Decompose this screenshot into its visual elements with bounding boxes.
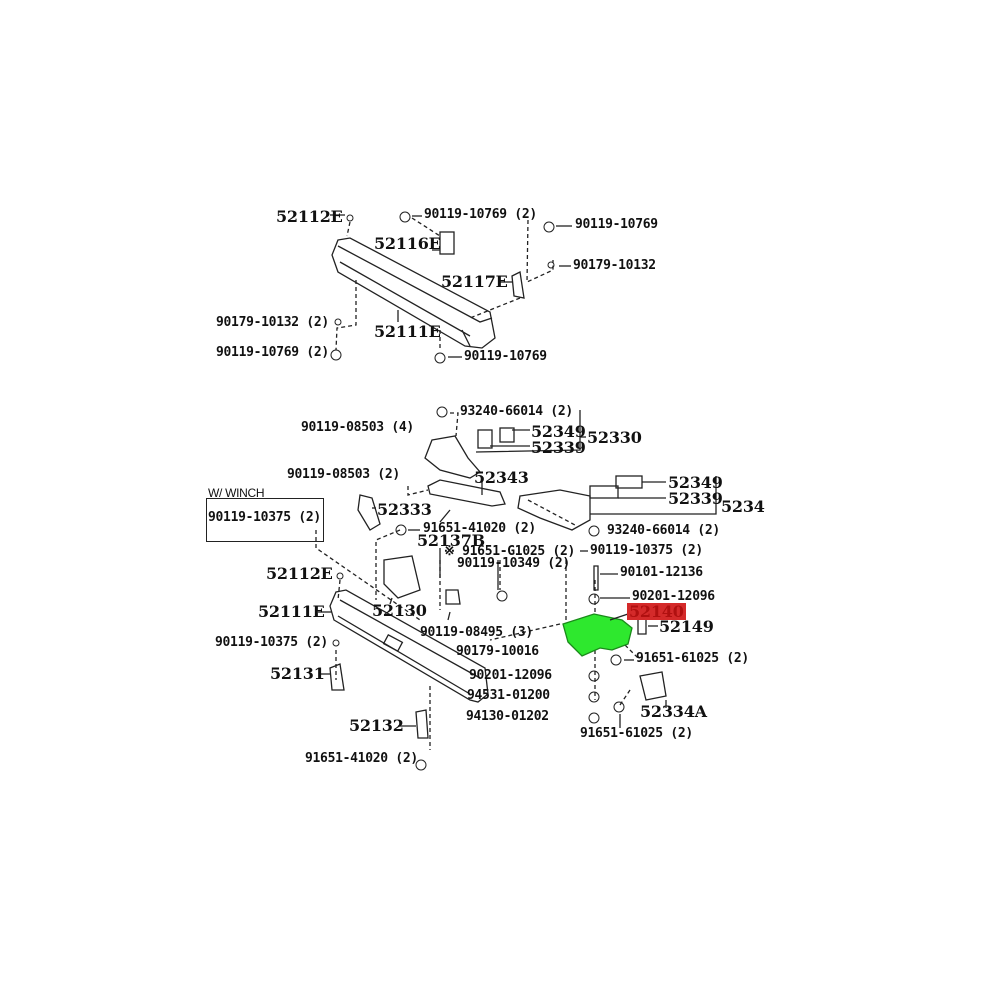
label-bolt-61025-a: 91651-61025 (2) [636, 651, 749, 666]
upper-bumper [331, 237, 496, 349]
label-nut-10132-2: 90179-10132 (2) [216, 315, 329, 330]
label-g1025: ※ 91651-G1025 (2) [444, 544, 576, 559]
label-52339-a: 52339 [531, 438, 586, 457]
label-washer-12096-a: 90201-12096 [632, 589, 715, 604]
label-washer-12096-b: 90201-12096 [469, 668, 552, 683]
label-52149: 52149 [659, 617, 714, 636]
label-bolt-10769: 90119-10769 [575, 217, 658, 232]
label-bolt-10769-2: 90119-10769 (2) [424, 207, 537, 222]
label-bolt-61025-b: 91651-61025 (2) [580, 726, 693, 741]
label-52137B: 52137B [417, 531, 485, 550]
lower-dashes [315, 412, 641, 750]
label-washer-01200: 94531-01200 [467, 688, 550, 703]
label-52111E-upper: 52111E [374, 322, 441, 341]
label-52117E: 52117E [441, 272, 508, 291]
label-52130: 52130 [372, 601, 427, 620]
label-nut-10016: 90179-10016 [456, 644, 539, 659]
label-52349-b: 52349 [668, 473, 723, 492]
label-bolt-10375-2b: 90119-10375 (2) [215, 635, 328, 650]
shield-leaders [372, 410, 717, 515]
winch-box [206, 498, 324, 542]
lower-leaders [318, 509, 667, 728]
label-52111E-lower: 52111E [258, 602, 325, 621]
upper-leader-lines [330, 214, 572, 358]
label-bolt-08495: 90119-08495 (3) [420, 625, 533, 640]
label-nut-10132: 90179-10132 [573, 258, 656, 273]
label-nut-01202: 94130-01202 [466, 709, 549, 724]
label-bolt-10375-2: 90119-10375 (2) [590, 543, 703, 558]
label-screw-66014-b: 93240-66014 (2) [607, 523, 720, 538]
label-52132: 52132 [349, 716, 404, 735]
label-52112E-lower: 52112E [266, 564, 333, 583]
label-winch-bolt: 90119-10375 (2) [208, 510, 321, 525]
lower-bumper [329, 589, 489, 703]
label-52140-highlighted[interactable]: 52140 [627, 602, 686, 621]
winch-label: W/ WINCH [208, 486, 265, 500]
label-52343: 52343 [474, 468, 529, 487]
label-52116E: 52116E [374, 234, 441, 253]
splash-shields [357, 427, 643, 531]
green-bracket-52140 [562, 613, 633, 657]
lower-brackets [329, 555, 667, 739]
label-bolt-41020: 91651-41020 (2) [423, 521, 536, 536]
label-5234: 5234 [721, 497, 765, 516]
label-52334A: 52334A [640, 702, 707, 721]
label-bolt-12136: 90101-12136 [620, 565, 703, 580]
label-bolt-10349: 90119-10349 (2) [457, 556, 570, 571]
label-bolt-10769-2b: 90119-10769 (2) [216, 345, 329, 360]
upper-brackets [439, 231, 525, 299]
label-52333: 52333 [377, 500, 432, 519]
label-screw-66014-a: 93240-66014 (2) [460, 404, 573, 419]
label-52112E-upper: 52112E [276, 207, 343, 226]
label-52131: 52131 [270, 664, 325, 683]
fastener-symbols [330, 211, 625, 771]
label-bolt-10769b: 90119-10769 [464, 349, 547, 364]
label-bolt-41020-b: 91651-41020 (2) [305, 751, 418, 766]
label-52349-a: 52349 [531, 422, 586, 441]
label-bolt-08503-4: 90119-08503 (4) [301, 420, 414, 435]
label-52330: 52330 [587, 428, 642, 447]
label-bolt-08503-2: 90119-08503 (2) [287, 467, 400, 482]
label-52339-b: 52339 [668, 489, 723, 508]
upper-leader-dashes [335, 217, 554, 351]
